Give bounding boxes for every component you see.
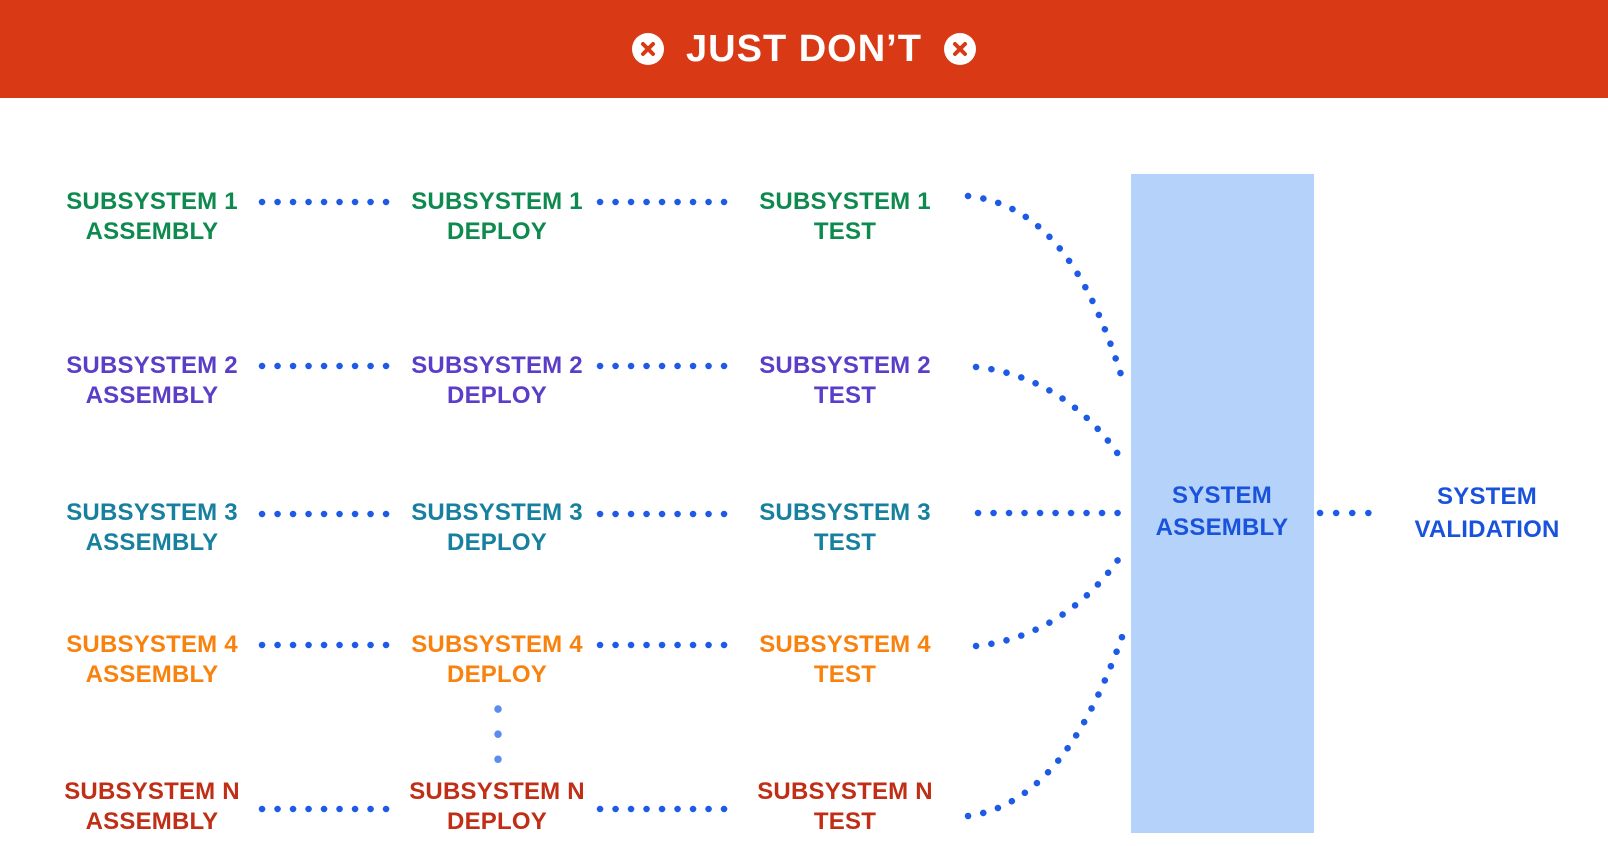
x-glyph <box>952 42 967 56</box>
subsystem-3-deploy-label: SUBSYSTEM 3 DEPLOY <box>411 499 583 556</box>
subsystem-1-deploy-label: SUBSYSTEM 1 DEPLOY <box>411 188 583 245</box>
subsystem-1-assembly-label: SUBSYSTEM 1 ASSEMBLY <box>66 188 238 245</box>
system-assembly-box <box>1131 174 1314 833</box>
subsystem-4-test-label: SUBSYSTEM 4 TEST <box>759 631 931 688</box>
x-circle-icon <box>943 33 976 65</box>
system-assembly-label: SYSTEM ASSEMBLY <box>1155 482 1289 541</box>
banner: JUST DON’T <box>0 0 1608 98</box>
subsystem-n-deploy-label: SUBSYSTEM N DEPLOY <box>409 778 585 835</box>
subsystem-3-test-label: SUBSYSTEM 3 TEST <box>759 499 931 556</box>
subsystem-n-test-label: SUBSYSTEM N TEST <box>757 778 933 835</box>
subsystem-2-deploy-label: SUBSYSTEM 2 DEPLOY <box>411 352 583 409</box>
subsystem-3-assembly-label: SUBSYSTEM 3 ASSEMBLY <box>66 499 238 556</box>
subsystem-4-deploy-label: SUBSYSTEM 4 DEPLOY <box>411 631 583 688</box>
subsystem-1-test-label: SUBSYSTEM 1 TEST <box>759 188 931 245</box>
subsystem-2-test-label: SUBSYSTEM 2 TEST <box>759 352 931 409</box>
subsystem-n-assembly-label: SUBSYSTEM N ASSEMBLY <box>64 778 240 835</box>
subsystem-2-assembly-label: SUBSYSTEM 2 ASSEMBLY <box>66 352 238 409</box>
x-circle-icon <box>632 33 665 65</box>
dotted-curve-row1-test-to-assembly <box>964 192 1126 382</box>
x-glyph <box>641 42 656 56</box>
dotted-curve-rowN-test-to-assembly <box>964 633 1126 820</box>
banner-title: JUST DON’T <box>686 27 922 70</box>
subsystem-4-assembly-label: SUBSYSTEM 4 ASSEMBLY <box>66 631 238 688</box>
system-validation-label: SYSTEM VALIDATION <box>1414 483 1560 543</box>
dotted-curve-row4-test-to-assembly <box>972 550 1126 650</box>
dotted-curve-row2-test-to-assembly <box>972 363 1126 464</box>
